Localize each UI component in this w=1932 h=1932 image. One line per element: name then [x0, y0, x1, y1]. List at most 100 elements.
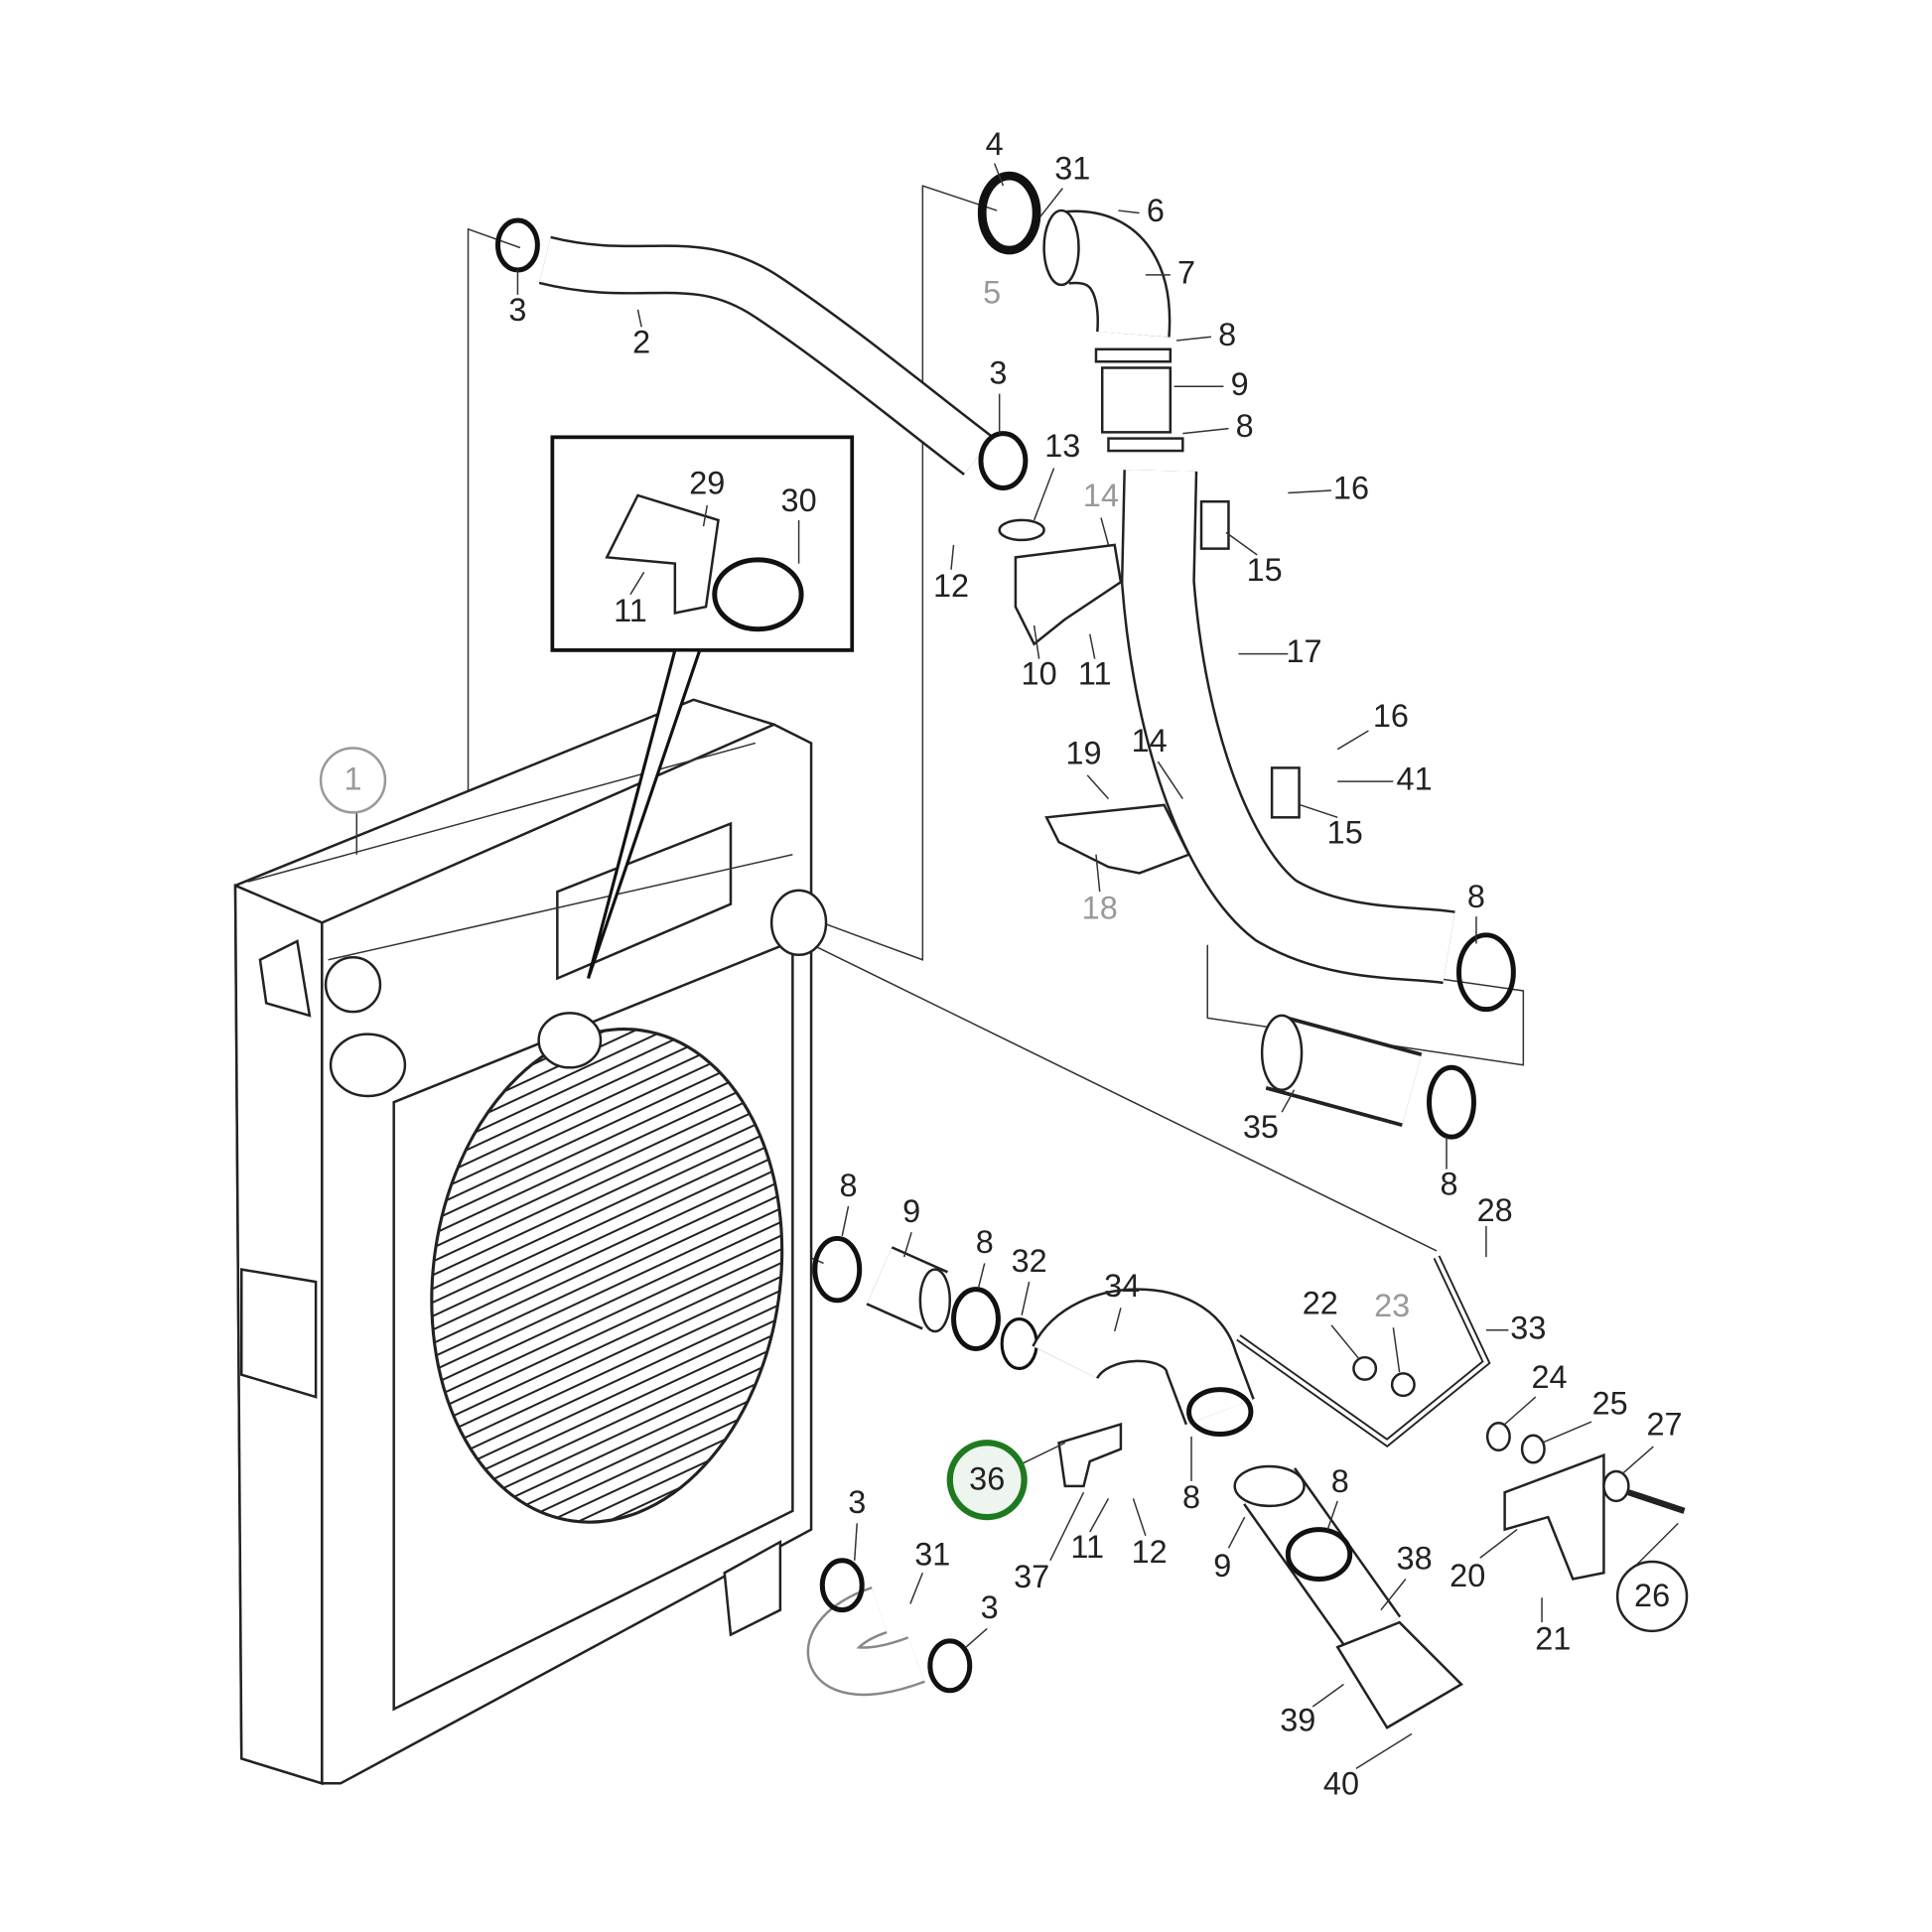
- callout-29[interactable]: 29: [689, 466, 725, 501]
- clamp-3-lower-a: [819, 1558, 865, 1613]
- callout-40[interactable]: 40: [1323, 1765, 1359, 1801]
- callout-8[interactable]: 8: [1331, 1463, 1349, 1499]
- callout-9[interactable]: 9: [902, 1193, 920, 1229]
- elbow-pipe-7: [1042, 208, 1172, 338]
- callout-8[interactable]: 8: [1467, 879, 1485, 914]
- callout-22[interactable]: 22: [1303, 1285, 1338, 1320]
- callout-33[interactable]: 33: [1510, 1310, 1546, 1345]
- callout-38[interactable]: 38: [1397, 1540, 1433, 1576]
- callout-8[interactable]: 8: [839, 1168, 857, 1203]
- callout-12[interactable]: 12: [1132, 1534, 1168, 1570]
- callout-3[interactable]: 3: [508, 292, 526, 328]
- callout-16[interactable]: 16: [1373, 698, 1409, 734]
- callout-35[interactable]: 35: [1243, 1109, 1279, 1145]
- callout-11[interactable]: 11: [614, 593, 647, 628]
- clamp-3-top: [494, 217, 540, 273]
- hose-35: [1260, 1014, 1423, 1128]
- callout-12[interactable]: 12: [933, 568, 969, 604]
- leader-lines: [355, 163, 1679, 1769]
- callout-31[interactable]: 31: [914, 1537, 950, 1573]
- callout-25[interactable]: 25: [1592, 1385, 1628, 1421]
- callout-36[interactable]: 36: [969, 1460, 1005, 1496]
- sleeve-9-upper: [1100, 366, 1173, 434]
- rod-33: [1236, 1255, 1491, 1448]
- callout-3[interactable]: 3: [848, 1484, 866, 1520]
- bracket-18: [1044, 803, 1191, 875]
- callout-18[interactable]: 18: [1082, 890, 1118, 925]
- callout-3[interactable]: 3: [989, 355, 1007, 391]
- pipe-38: [1233, 1464, 1402, 1654]
- callout-2[interactable]: 2: [632, 324, 650, 359]
- bracket-36: [1057, 1422, 1123, 1488]
- callout-14[interactable]: 14: [1083, 478, 1119, 513]
- callout-8[interactable]: 8: [1440, 1167, 1457, 1202]
- hose-34: [1032, 1288, 1255, 1426]
- callout-31[interactable]: 31: [1054, 151, 1090, 187]
- clamp-8-right: [1455, 932, 1516, 1013]
- callout-15[interactable]: 15: [1247, 552, 1283, 588]
- callout-3[interactable]: 3: [981, 1589, 999, 1625]
- callout-10[interactable]: 10: [1022, 656, 1057, 692]
- callout-30[interactable]: 30: [781, 483, 817, 518]
- callout-15[interactable]: 15: [1327, 814, 1363, 850]
- callout-32[interactable]: 32: [1012, 1243, 1047, 1279]
- callout-8[interactable]: 8: [1218, 317, 1236, 352]
- callout-41[interactable]: 41: [1397, 761, 1433, 797]
- clamp-30: [712, 557, 804, 632]
- callout-9[interactable]: 9: [1213, 1548, 1231, 1584]
- callout-13[interactable]: 13: [1044, 428, 1080, 464]
- callout-34[interactable]: 34: [1104, 1268, 1140, 1304]
- callout-11[interactable]: 11: [1070, 1529, 1104, 1565]
- callout-20[interactable]: 20: [1449, 1558, 1485, 1593]
- callout-ring-26: [1615, 1560, 1689, 1633]
- callout-17[interactable]: 17: [1287, 633, 1322, 669]
- callout-11[interactable]: 11: [1078, 656, 1112, 692]
- callout-4[interactable]: 4: [986, 126, 1004, 162]
- sleeve-9-lower: [866, 1246, 952, 1333]
- pipe-17: [1120, 470, 1455, 985]
- clamp-3-lower-b: [927, 1638, 973, 1694]
- upper-hose-2: [538, 235, 994, 476]
- callout-19[interactable]: 19: [1065, 735, 1101, 770]
- clamp-4: [977, 171, 1041, 255]
- clamp-8-b: [1107, 437, 1184, 453]
- callout-26[interactable]: 26: [1634, 1578, 1670, 1613]
- callout-1[interactable]: 1: [344, 761, 361, 797]
- washers: [1352, 1355, 1686, 1514]
- callout-23[interactable]: 23: [1374, 1288, 1410, 1323]
- callout-7[interactable]: 7: [1177, 254, 1195, 290]
- callout-37[interactable]: 37: [1014, 1559, 1049, 1594]
- callout-8[interactable]: 8: [1236, 408, 1254, 444]
- bracket-20: [1503, 1452, 1605, 1581]
- clip-15-b: [1270, 766, 1301, 819]
- clamp-8-lower-a: [812, 1235, 863, 1304]
- bracket-10: [1014, 543, 1123, 646]
- callout-5[interactable]: 5: [983, 274, 1001, 310]
- inset-detail-box: [550, 435, 855, 979]
- callout-14[interactable]: 14: [1132, 723, 1168, 759]
- callout-8[interactable]: 8: [976, 1224, 994, 1260]
- clamp-8-lower-b: [951, 1287, 1001, 1351]
- o-ring-32: [1000, 1316, 1038, 1370]
- callout-39[interactable]: 39: [1280, 1703, 1315, 1738]
- callout-ring-36-highlighted[interactable]: [946, 1440, 1028, 1521]
- callout-16[interactable]: 16: [1333, 471, 1369, 506]
- callout-8[interactable]: 8: [1182, 1479, 1200, 1515]
- adapter-40: [1335, 1620, 1464, 1729]
- radiator-outlet-port: [769, 889, 828, 957]
- callout-24[interactable]: 24: [1532, 1359, 1568, 1395]
- callout-28[interactable]: 28: [1477, 1192, 1513, 1228]
- leader-line-set: [355, 163, 1679, 1769]
- clamp-8-pipe38: [1285, 1527, 1353, 1582]
- callout-9[interactable]: 9: [1231, 366, 1249, 402]
- radiator-assembly: [233, 698, 828, 1785]
- callout-21[interactable]: 21: [1535, 1620, 1571, 1656]
- callout-6[interactable]: 6: [1147, 193, 1165, 228]
- bracket-29: [605, 493, 720, 616]
- clamp-8-hose35: [1427, 1064, 1476, 1140]
- hose-31-lower: [806, 1587, 925, 1697]
- callout-27[interactable]: 27: [1647, 1407, 1683, 1443]
